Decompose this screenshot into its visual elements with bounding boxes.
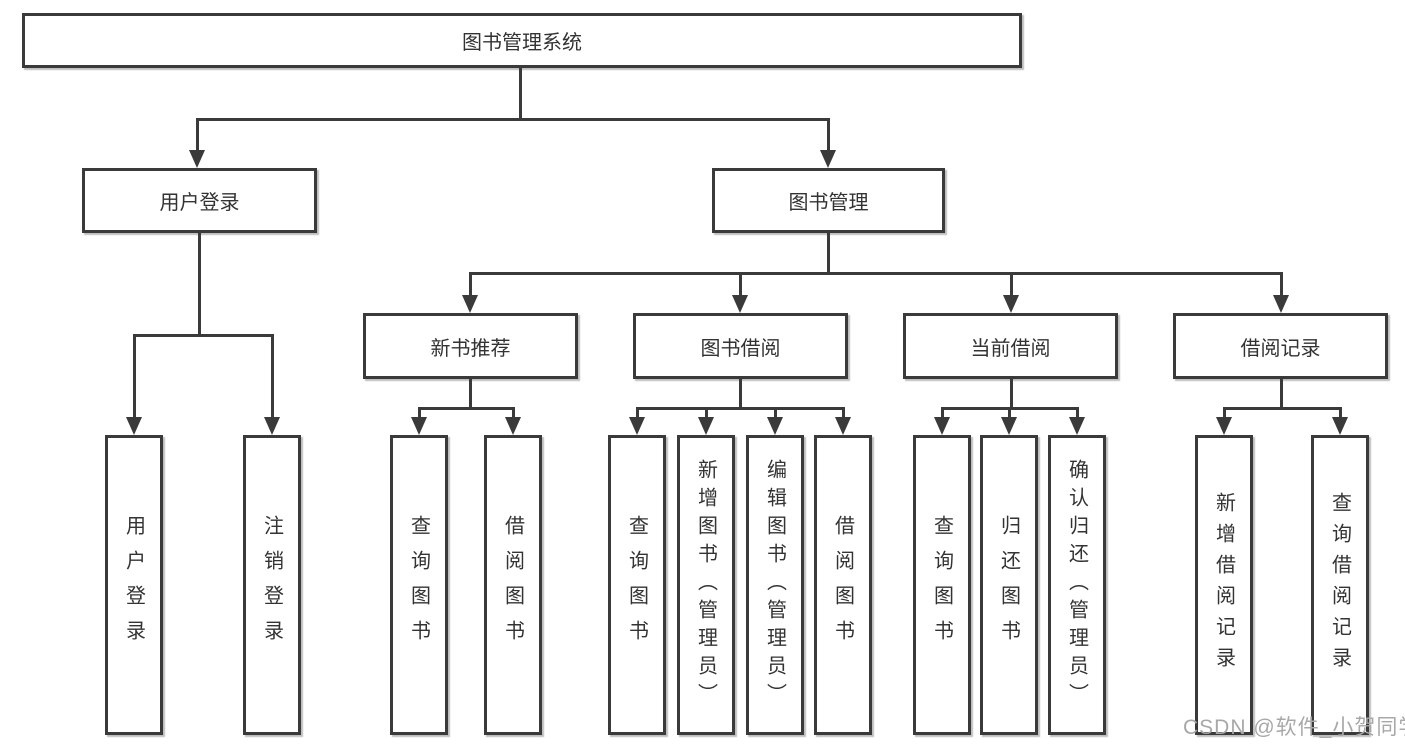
arrowhead-down-icon: [1216, 417, 1232, 435]
connector-segment: [519, 68, 522, 120]
leaf-query-books-recommend: 查询图书: [390, 435, 448, 735]
connector-segment: [1280, 273, 1283, 297]
arrowhead-down-icon: [767, 417, 783, 435]
connector-segment: [198, 233, 201, 335]
connector-segment: [512, 408, 515, 418]
leaf-logout: 注销登录: [243, 435, 301, 735]
arrowhead-down-icon: [1273, 295, 1289, 313]
arrowhead-down-icon: [835, 417, 851, 435]
arrowhead-down-icon: [820, 150, 836, 168]
connector-segment: [1339, 408, 1342, 418]
arrowhead-down-icon: [189, 150, 205, 168]
arrowhead-down-icon: [934, 417, 950, 435]
node-book-borrow: 图书借阅: [633, 313, 848, 379]
arrowhead-down-icon: [264, 417, 280, 435]
arrowhead-down-icon: [1332, 417, 1348, 435]
connector-segment: [1010, 379, 1013, 408]
leaf-query-books-current: 查询图书: [913, 435, 971, 735]
leaf-return-books: 归还图书: [980, 435, 1038, 735]
node-root: 图书管理系统: [22, 13, 1022, 68]
connector-segment: [418, 408, 421, 418]
connector-segment: [774, 408, 777, 418]
leaf-confirm-return-admin: 确认归还（管理员）: [1048, 435, 1106, 735]
connector-segment: [827, 120, 830, 152]
connector-segment: [133, 335, 136, 417]
node-book-management: 图书管理: [712, 168, 945, 233]
connector-segment: [1076, 408, 1079, 418]
node-borrow-records: 借阅记录: [1173, 313, 1388, 379]
arrowhead-down-icon: [505, 417, 521, 435]
connector-segment: [827, 233, 830, 273]
connector-segment: [739, 379, 742, 408]
connector-segment: [636, 407, 845, 410]
leaf-borrow-books: 借阅图书: [814, 435, 872, 735]
connector-segment: [1010, 273, 1013, 297]
arrowhead-down-icon: [629, 417, 645, 435]
connector-segment: [842, 408, 845, 418]
connector-segment: [1223, 407, 1342, 410]
leaf-user-login: 用户登录: [105, 435, 163, 735]
leaf-borrow-books-recommend: 借阅图书: [484, 435, 542, 735]
connector-segment: [418, 407, 515, 410]
connector-segment: [469, 379, 472, 408]
connector-segment: [196, 118, 830, 121]
node-new-book-recommend: 新书推荐: [363, 313, 578, 379]
leaf-add-borrow-record: 新增借阅记录: [1195, 435, 1253, 735]
watermark: CSDN @软件_小贺同学: [1183, 716, 1405, 739]
node-current-borrow: 当前借阅: [903, 313, 1118, 379]
connector-segment: [1280, 379, 1283, 408]
connector-segment: [133, 334, 274, 337]
connector-segment: [469, 273, 472, 297]
connector-segment: [636, 408, 639, 418]
leaf-query-borrow-record: 查询借阅记录: [1311, 435, 1369, 735]
arrowhead-down-icon: [126, 417, 142, 435]
leaf-query-books-borrow: 查询图书: [608, 435, 666, 735]
arrowhead-down-icon: [1003, 295, 1019, 313]
arrowhead-down-icon: [698, 417, 714, 435]
connector-segment: [271, 335, 274, 417]
arrowhead-down-icon: [462, 295, 478, 313]
leaf-edit-book-admin: 编辑图书（管理员）: [746, 435, 804, 735]
arrowhead-down-icon: [411, 417, 427, 435]
arrowhead-down-icon: [1001, 417, 1017, 435]
arrowhead-down-icon: [1069, 417, 1085, 435]
leaf-add-book-admin: 新增图书（管理员）: [677, 435, 735, 735]
connector-segment: [1008, 408, 1011, 418]
connector-segment: [705, 408, 708, 418]
node-user-login: 用户登录: [82, 168, 317, 233]
connector-segment: [469, 272, 1283, 275]
connector-segment: [941, 408, 944, 418]
arrowhead-down-icon: [732, 295, 748, 313]
connector-segment: [1223, 408, 1226, 418]
connector-segment: [739, 273, 742, 297]
connector-segment: [196, 120, 199, 152]
